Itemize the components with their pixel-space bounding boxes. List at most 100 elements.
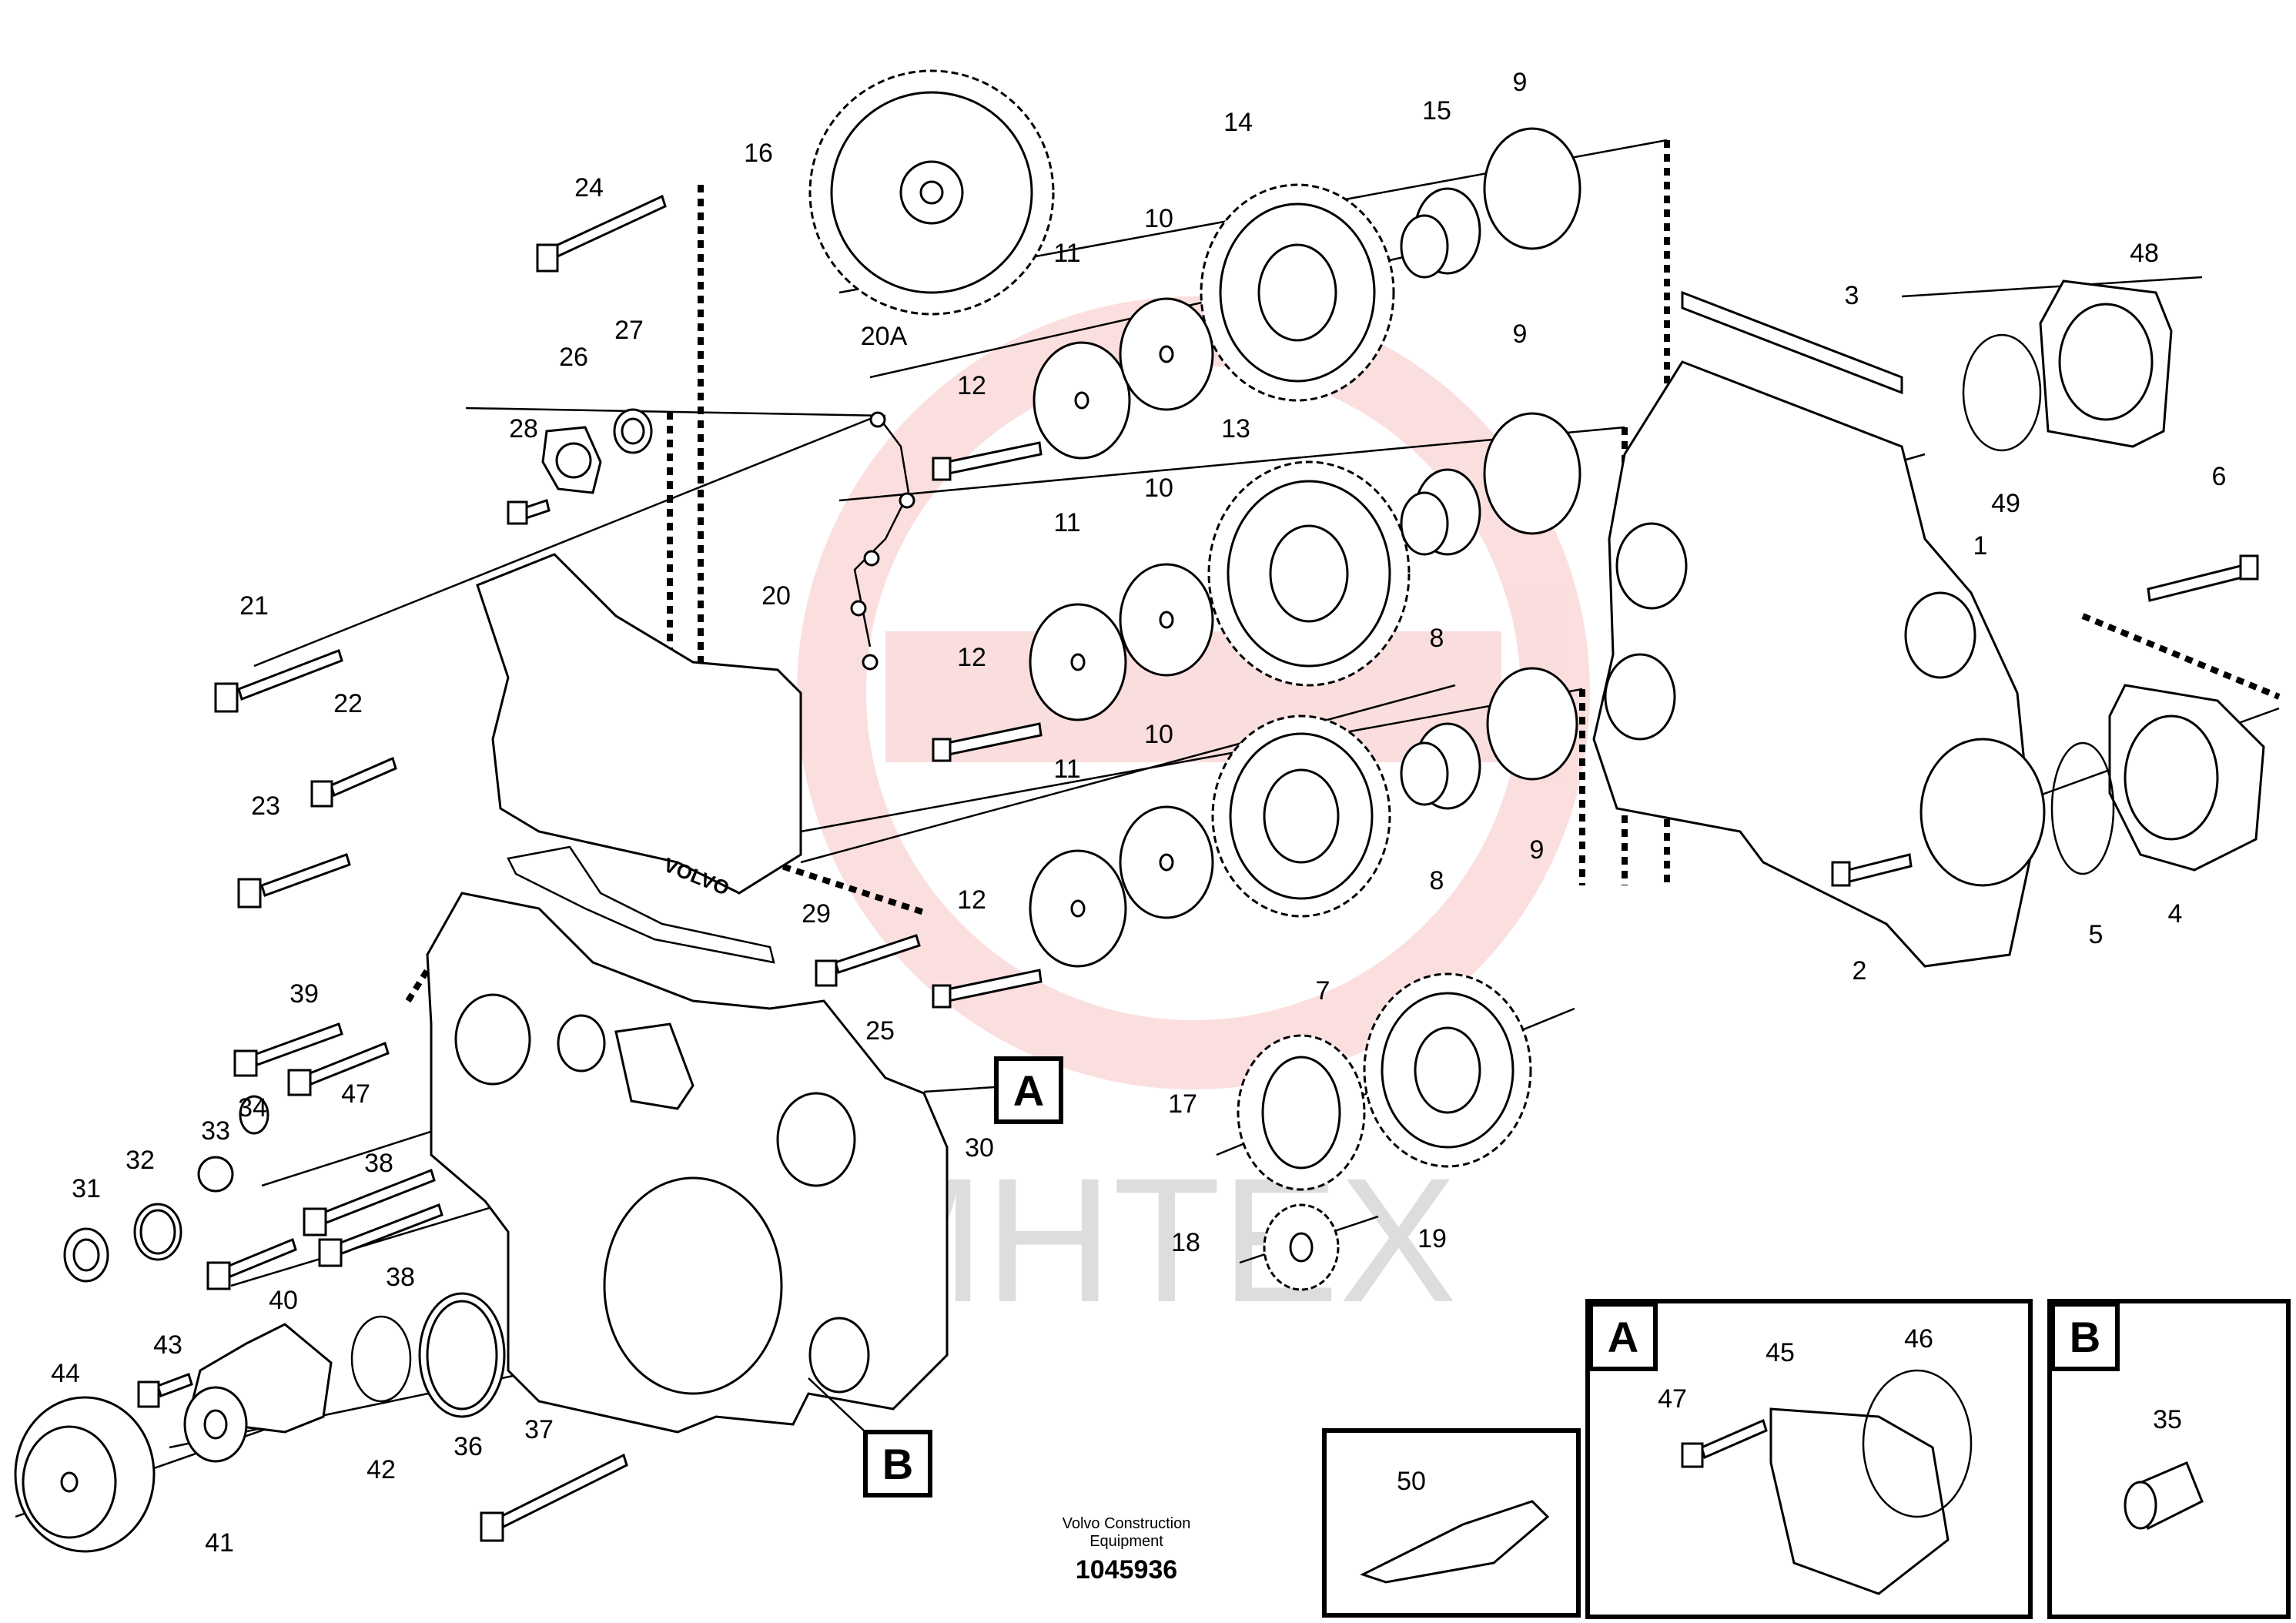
detail-box-50 <box>1322 1428 1581 1618</box>
svg-text:A: A <box>1013 1066 1044 1115</box>
label-47b: 47 <box>1658 1384 1687 1414</box>
idler-gear-7 <box>1211 714 1391 918</box>
label-46: 46 <box>1904 1324 1933 1354</box>
svg-text:A: A <box>1608 1313 1638 1361</box>
label-6: 6 <box>2212 462 2227 491</box>
label-17: 17 <box>1168 1089 1197 1119</box>
bolt-2 <box>1831 853 1913 887</box>
water-pump-41 <box>183 1323 333 1463</box>
label-9a: 9 <box>1513 68 1528 97</box>
housing-4 <box>2108 684 2265 872</box>
seal-36 <box>418 1292 506 1418</box>
gasket-20A <box>850 411 915 671</box>
cover-48 <box>2039 279 2173 448</box>
label-39: 39 <box>290 979 319 1009</box>
label-31: 31 <box>72 1174 101 1203</box>
label-10a: 10 <box>1144 204 1173 233</box>
left-parts <box>63 1022 628 1542</box>
label-38a: 38 <box>364 1149 393 1178</box>
label-45: 45 <box>1766 1338 1795 1367</box>
label-7: 7 <box>1316 976 1330 1006</box>
label-14: 14 <box>1223 108 1253 137</box>
oring-42 <box>350 1315 412 1403</box>
label-3: 3 <box>1845 281 1859 310</box>
idler-gear-14 <box>1200 183 1395 402</box>
plate-26 <box>541 426 602 494</box>
bolts-left-upper <box>214 194 921 987</box>
label-8b: 8 <box>1430 866 1444 895</box>
label-18: 18 <box>1171 1228 1200 1257</box>
label-25: 25 <box>865 1016 895 1046</box>
label-10c: 10 <box>1144 720 1173 749</box>
label-35: 35 <box>2153 1405 2182 1434</box>
label-12c: 12 <box>957 885 986 915</box>
label-8a: 8 <box>1430 624 1444 653</box>
label-20a: 20A <box>861 322 908 351</box>
label-47a: 47 <box>341 1079 370 1109</box>
label-12b: 12 <box>957 643 986 672</box>
label-9c: 9 <box>1530 835 1545 865</box>
label-36: 36 <box>454 1432 483 1461</box>
cam-gear-16 <box>808 69 1055 316</box>
seal-27 <box>613 408 653 454</box>
label-16: 16 <box>744 139 773 168</box>
label-32: 32 <box>126 1146 155 1175</box>
label-48: 48 <box>2130 239 2159 268</box>
callout-b-main: B <box>808 1377 932 1498</box>
label-29: 29 <box>802 899 831 929</box>
label-30: 30 <box>965 1133 994 1163</box>
footer: Volvo Construction Equipment 1045936 <box>1063 1515 1191 1585</box>
bolts-12 <box>932 441 1043 1009</box>
label-49: 49 <box>1991 489 2020 518</box>
label-10b: 10 <box>1144 474 1173 503</box>
label-24: 24 <box>574 173 604 202</box>
detail-box-a: A <box>1585 1299 2033 1619</box>
label-33: 33 <box>201 1116 230 1146</box>
footer-line2: Equipment <box>1089 1533 1163 1550</box>
gasket-29 <box>507 845 775 964</box>
label-37: 37 <box>524 1415 554 1444</box>
label-11c: 11 <box>1053 755 1080 784</box>
oring-49 <box>1962 333 2042 452</box>
label-13: 13 <box>1221 414 1250 443</box>
callout-a-main: A <box>923 1056 1063 1124</box>
gear-18 <box>1263 1203 1340 1291</box>
label-4: 4 <box>2168 899 2183 929</box>
footer-line1: Volvo Construction <box>1063 1515 1191 1532</box>
bolt-6 <box>2147 554 2259 602</box>
label-38b: 38 <box>386 1263 415 1292</box>
idler-gear-13 <box>1207 460 1411 687</box>
label-41: 41 <box>205 1528 234 1558</box>
label-11a: 11 <box>1053 239 1080 268</box>
label-28: 28 <box>509 414 538 443</box>
label-11b: 11 <box>1053 508 1080 537</box>
label-50: 50 <box>1397 1467 1426 1496</box>
svg-text:B: B <box>2070 1313 2100 1361</box>
watermark <box>797 296 1590 1089</box>
seal-ring-5 <box>2050 741 2115 875</box>
label-1: 1 <box>1973 531 1988 561</box>
bar-3 <box>1681 290 1903 395</box>
timing-plate-1 <box>1592 360 2046 968</box>
label-34: 34 <box>238 1093 267 1123</box>
part-labels: 1 2 3 4 5 6 7 8 8 9 9 9 10 10 10 11 11 1… <box>51 68 2226 1558</box>
pulley-44 <box>14 1396 156 1553</box>
label-2: 2 <box>1853 956 1867 986</box>
hubs-and-plates <box>1400 127 1581 810</box>
label-21: 21 <box>239 591 269 621</box>
label-23: 23 <box>251 791 280 821</box>
detail-box-b: B <box>2047 1299 2291 1619</box>
label-5: 5 <box>2089 920 2104 949</box>
label-22: 22 <box>333 689 363 718</box>
label-43: 43 <box>153 1330 182 1360</box>
gear-19 <box>1363 972 1532 1168</box>
thrust-washers <box>1029 297 1214 968</box>
label-15: 15 <box>1422 96 1451 125</box>
svg-text:B: B <box>882 1440 913 1488</box>
label-26: 26 <box>559 343 588 372</box>
label-12a: 12 <box>957 371 986 400</box>
label-42: 42 <box>366 1455 396 1484</box>
label-27: 27 <box>614 316 644 345</box>
timing-case-30 <box>426 892 949 1434</box>
